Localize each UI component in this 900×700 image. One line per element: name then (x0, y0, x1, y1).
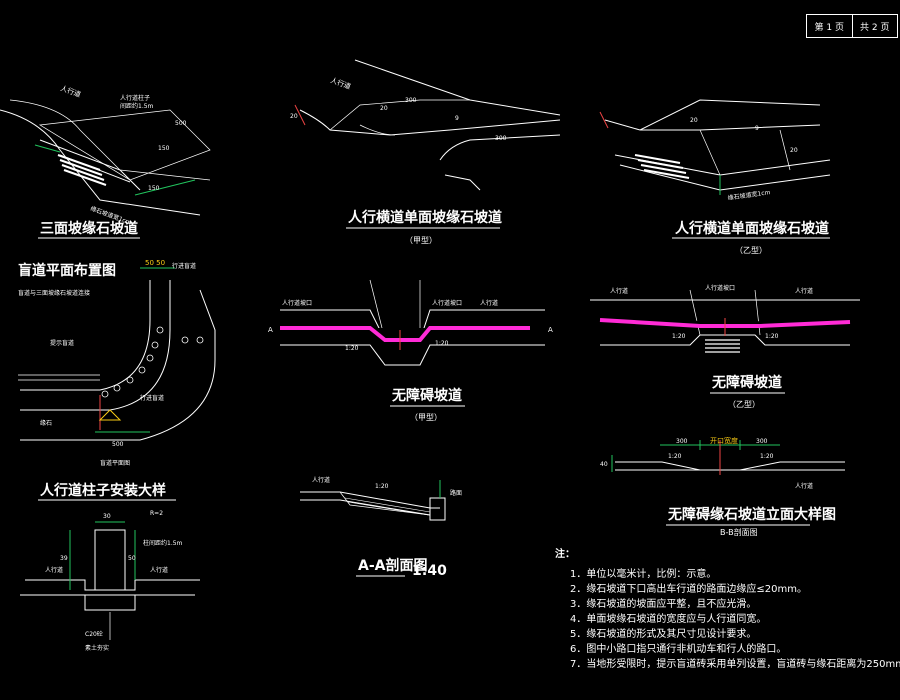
sub-blind-layout: 盲道与三面坡缘石坡道连接 (18, 289, 90, 297)
slope-a1: 1:20 (345, 345, 359, 352)
view-barrier-b: 人行道 人行道坡口 1:20 1:20 人行道 无障碍坡道 （乙型） (590, 284, 860, 409)
view-single-a: 人行道 20 300 9 300 20 人行横道单面坡缘石坡道 （甲型） (290, 59, 561, 245)
dim-1: 500 (175, 120, 187, 127)
label-sw-left: 人行道 (45, 566, 63, 574)
dim-e1: 300 (676, 438, 688, 445)
label-sw-section: 人行道 (312, 476, 330, 484)
slope-section: 1:20 (375, 483, 389, 490)
sheet-header: 第 1 页 共 2 页 (806, 14, 898, 38)
page-number: 第 1 页 (814, 22, 844, 33)
note-1: 1．单位以毫米计，比例：示意。 (570, 567, 716, 580)
title-three-face: 三面坡缘石坡道 (40, 220, 138, 237)
title-barrier-b: 无障碍坡道 (711, 374, 782, 391)
slope-a2: 1:20 (435, 340, 449, 347)
title-elevation: 无障碍缘石坡道立面大样图 (667, 506, 836, 523)
dim-a4: 300 (495, 135, 507, 142)
label-sw-a: 人行道 (480, 299, 498, 307)
label-sw-right: 人行道 (150, 566, 168, 574)
dim-a5: 20 (290, 113, 298, 120)
dim-b3: 20 (790, 147, 798, 154)
note-4: 4．单面坡缘石坡道的宽度应与人行道同宽。 (570, 612, 766, 625)
title-post-detail: 人行道柱子安装大样 (40, 482, 166, 499)
dim-e3: 40 (600, 461, 608, 468)
label-a-left: A (268, 326, 273, 334)
view-barrier-a: A A 人行道坡口 1:20 1:20 人行道坡口 人行道 无障碍坡道 （甲型） (268, 279, 553, 422)
note-2: 2．缘石坡道下口高出车行道的路面边缘应≤20mm。 (570, 582, 807, 595)
dim-a3: 9 (455, 115, 459, 122)
notes-heading: 注： (555, 547, 575, 560)
view-single-b: 20 9 20 缘石坡道宽1cm 人行横道单面坡缘石坡道 （乙型） (599, 99, 831, 255)
title-barrier-a: 无障碍坡道 (391, 387, 462, 404)
sub-elevation: B-B剖面图 (720, 527, 758, 537)
title-blind-layout: 盲道平面布置图 (18, 262, 116, 279)
dim-39: 39 (60, 555, 68, 562)
label-sw-b2: 人行道 (795, 287, 813, 295)
note-3: 3．缘石坡道的坡面应平整，且不应光滑。 (570, 597, 756, 610)
slope-e1: 1:20 (668, 453, 682, 460)
label-post: 人行道柱子 (120, 94, 150, 102)
dim-3: 150 (148, 185, 160, 192)
label-ramp-a1: 人行道坡口 (282, 299, 312, 307)
dim-b1: 20 (690, 117, 698, 124)
title-section-aa: A-A剖面图 (358, 557, 427, 574)
label-blind-3: 行进盲道 (140, 394, 164, 402)
view-blind-layout: 盲道平面布置图 盲道与三面坡缘石坡道连接 50 50 行进盲道 提示盲道 行进盲… (18, 259, 216, 467)
dim-b2: 9 (755, 125, 759, 132)
dim-e2: 300 (756, 438, 768, 445)
label-sw-elev: 人行道 (795, 482, 813, 490)
label-sw-b1: 人行道 (610, 287, 628, 295)
sub-barrier-a: （甲型） (410, 413, 442, 422)
view-three-face: 人行道 人行道柱子 间距约1.5m 500 150 150 缘石坡道宽1cm 三… (0, 83, 211, 239)
slope-e2: 1:20 (760, 453, 774, 460)
label-sidewalk-a: 人行道 (329, 75, 352, 91)
dim-2: 150 (158, 145, 170, 152)
label-r2: R=2 (150, 510, 163, 517)
dim-a1: 20 (380, 105, 388, 112)
label-blind-2: 提示盲道 (50, 339, 74, 347)
label-post-spacing: 间距约1.5m (120, 102, 154, 110)
label-blind-1: 行进盲道 (172, 262, 196, 270)
note-5: 5．缘石坡道的形式及其尺寸见设计要求。 (570, 627, 756, 640)
title-single-a: 人行横道单面坡缘石坡道 (348, 209, 502, 226)
label-blind-plan: 盲道平面图 (100, 459, 130, 467)
label-sidewalk: 人行道 (59, 83, 82, 99)
label-5050: 50 50 (145, 259, 165, 267)
dim-50: 50 (128, 555, 136, 562)
scale-section-aa: 1:40 (412, 563, 447, 579)
label-a-right: A (548, 326, 553, 334)
label-opening: 开口宽度 (710, 436, 738, 445)
sub-single-a: （甲型） (405, 236, 437, 245)
label-edge-b: 缘石坡道宽1cm (727, 188, 771, 202)
label-ramp-b: 人行道坡口 (705, 284, 735, 292)
slope-b2: 1:20 (765, 333, 779, 340)
label-soil: 素土夯实 (85, 644, 109, 652)
label-spacing: 柱间距约1.5m (143, 539, 183, 547)
page-total: 共 2 页 (851, 15, 898, 37)
sub-barrier-b: （乙型） (728, 400, 760, 409)
notes-block: 注： 1．单位以毫米计，比例：示意。 2．缘石坡道下口高出车行道的路面边缘应≤2… (555, 547, 900, 670)
dim-500: 500 (112, 441, 124, 448)
view-post-detail: 人行道柱子安装大样 R=2 30 50 39 人行道 人行道 C20砼 素土夯实… (20, 482, 200, 652)
title-single-b: 人行横道单面坡缘石坡道 (675, 220, 829, 237)
dim-a2: 300 (405, 97, 417, 104)
label-ramp-a2: 人行道坡口 (432, 299, 462, 307)
sub-single-b: （乙型） (735, 246, 767, 255)
dim-30: 30 (103, 513, 111, 520)
view-section-aa: 人行道 1:20 路面 A-A剖面图 1:40 (300, 476, 462, 579)
note-7: 7．当地形受限时，提示盲道砖采用单列设置，盲道砖与缘石距离为250mm。 (570, 657, 900, 670)
label-pavement: 路面 (450, 489, 462, 497)
note-6: 6．图中小路口指只通行非机动车和行人的路口。 (570, 642, 786, 655)
view-elevation: 300 开口宽度 300 1:20 1:20 人行道 40 无障碍缘石坡道立面大… (600, 436, 845, 537)
label-curb: 缘石 (40, 419, 52, 427)
slope-b1: 1:20 (672, 333, 686, 340)
label-c20: C20砼 (85, 630, 103, 638)
